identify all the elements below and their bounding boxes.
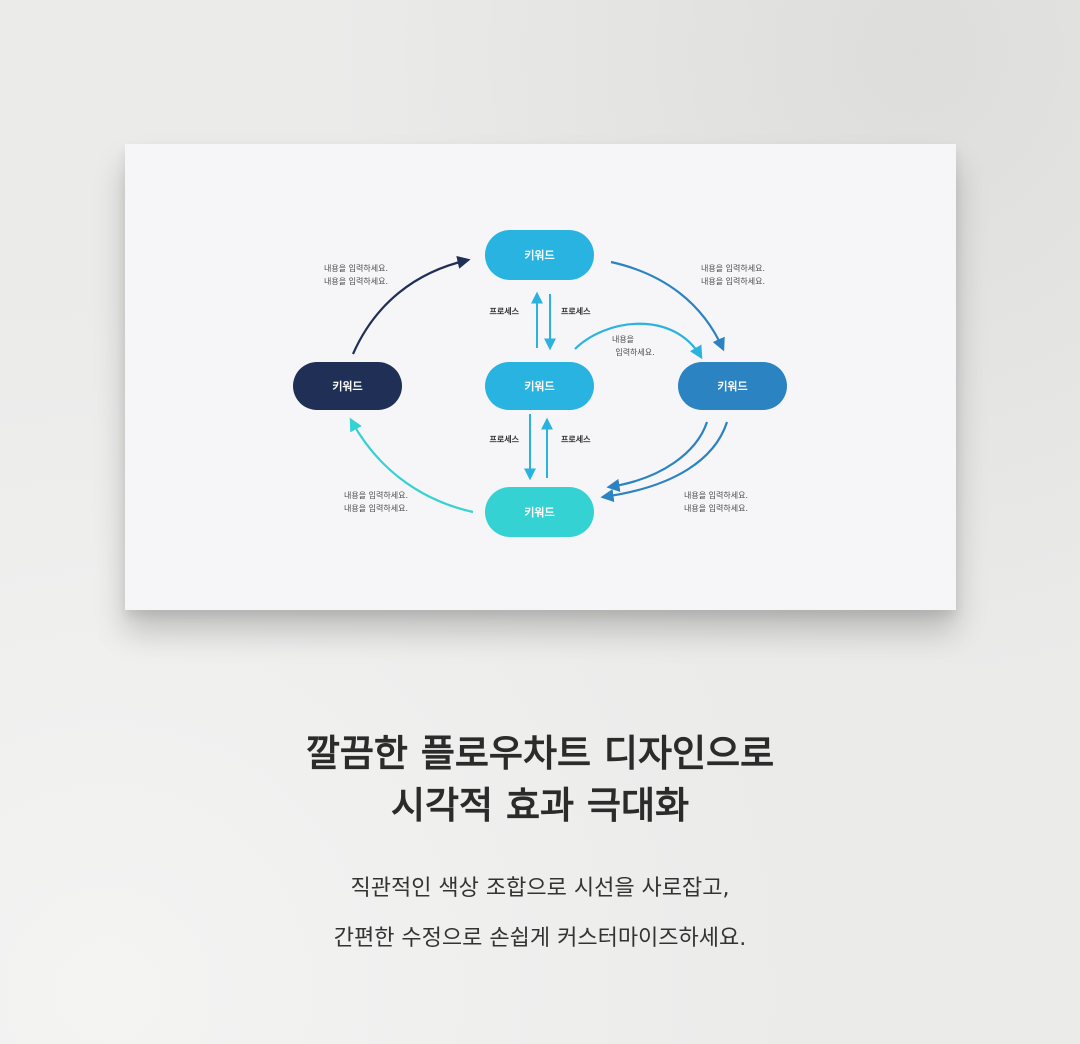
node-left: 키워드: [293, 362, 402, 410]
svg-text:내용을 입력하세요.: 내용을 입력하세요.: [701, 276, 765, 286]
process-label-upper-right: 프로세스: [561, 306, 591, 316]
process-label-lower-right: 프로세스: [561, 434, 591, 444]
note-top-left: 내용을 입력하세요. 내용을 입력하세요.: [324, 263, 388, 286]
svg-text:내용을 입력하세요.: 내용을 입력하세요.: [344, 490, 408, 500]
note-center-right: 내용을 입력하세요.: [612, 335, 655, 357]
node-top: 키워드: [485, 230, 594, 280]
node-right: 키워드: [678, 362, 787, 410]
svg-text:내용을: 내용을: [612, 335, 634, 344]
arrow-bottom-to-left: [349, 417, 474, 514]
svg-text:키워드: 키워드: [717, 379, 747, 393]
subtext-line-1: 직관적인 색상 조합으로 시선을 사로잡고,: [350, 876, 730, 901]
arrow-left-to-top: [351, 255, 471, 355]
svg-text:내용을 입력하세요.: 내용을 입력하세요.: [684, 503, 748, 513]
svg-text:키워드: 키워드: [524, 248, 554, 262]
arrow-top-to-right: [610, 260, 725, 352]
svg-text:키워드: 키워드: [332, 379, 362, 393]
arrow-right-to-bottom-inner: [606, 421, 709, 492]
note-bottom-left: 내용을 입력하세요. 내용을 입력하세요.: [344, 490, 408, 513]
flowchart-diagram: 키워드 키워드 키워드 키워드 키워드 내용을 입력하세요. 내용을 입력하세요…: [293, 230, 787, 537]
svg-text:내용을 입력하세요.: 내용을 입력하세요.: [324, 276, 388, 286]
node-center: 키워드: [485, 362, 594, 410]
subtext-line-2: 간편한 수정으로 손쉽게 커스터마이즈하세요.: [333, 926, 747, 951]
headline-line-1: 깔끔한 플로우차트 디자인으로: [305, 731, 775, 775]
note-bottom-right: 내용을 입력하세요. 내용을 입력하세요.: [684, 490, 748, 513]
arrow-right-to-bottom-outer: [600, 421, 729, 503]
headline-line-2: 시각적 효과 극대화: [390, 783, 690, 827]
node-bottom: 키워드: [485, 487, 594, 537]
arrow-center-to-right: [574, 322, 703, 360]
process-label-lower-left: 프로세스: [490, 434, 520, 444]
svg-text:입력하세요.: 입력하세요.: [615, 347, 654, 357]
svg-text:내용을 입력하세요.: 내용을 입력하세요.: [344, 503, 408, 513]
svg-text:내용을 입력하세요.: 내용을 입력하세요.: [701, 263, 765, 273]
slide-preview-card: 키워드 키워드 키워드 키워드 키워드 내용을 입력하세요. 내용을 입력하세요…: [125, 144, 956, 610]
svg-text:내용을 입력하세요.: 내용을 입력하세요.: [684, 490, 748, 500]
svg-text:키워드: 키워드: [524, 505, 554, 519]
svg-text:키워드: 키워드: [524, 379, 554, 393]
note-top-right: 내용을 입력하세요. 내용을 입력하세요.: [701, 263, 765, 286]
process-label-upper-left: 프로세스: [490, 306, 520, 316]
svg-text:내용을 입력하세요.: 내용을 입력하세요.: [324, 263, 388, 273]
